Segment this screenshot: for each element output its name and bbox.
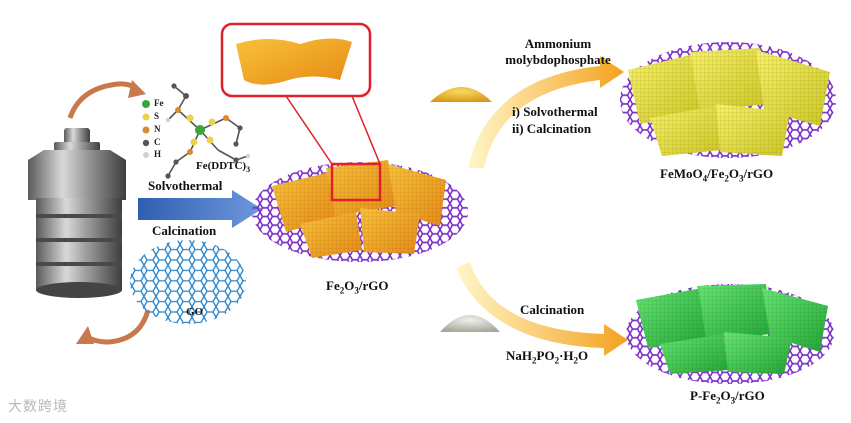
p-fe2o3-rgo-composite [626,284,834,384]
fe2o3-rgo-label: Fe2O3/rGO [326,278,388,296]
upper-step-ii-label: ii) Calcination [512,121,591,137]
lower-calcination-label: Calcination [520,302,584,318]
p-fe2o3-product-label: P-Fe2O3/rGO [690,388,765,406]
watermark: 大数跨境 [8,396,68,416]
cycle-arrow-top-head [128,80,146,98]
calcination-label: Calcination [152,223,216,239]
upper-step-i-label: i) Solvothermal [512,104,598,120]
precursor-label: Fe(DDTC)3 [196,160,250,174]
femoo4-product-label: FeMoO4/Fe2O3/rGO [660,166,773,184]
femoo4-fe2o3-rgo-composite [620,42,836,158]
go-label: GO [186,306,203,318]
atom-legend [142,100,150,158]
cycle-arrow-bottom-head [76,326,94,344]
ammonium-molybdophosphate-powder [430,87,492,102]
ammonium-molybdophosphate-label: Ammonium molybdophosphate [478,36,638,68]
zoom-line-left [286,96,332,164]
legend-s: S [154,111,159,121]
cycle-arrow-top [70,84,138,118]
solvothermal-label: Solvothermal [148,178,222,194]
legend-c: C [154,137,161,147]
zoomed-sheet [236,38,352,84]
zoom-line-right [352,96,380,164]
cycle-arrow-bottom [84,310,148,342]
autoclave-icon [28,128,126,298]
legend-n: N [154,124,161,134]
nah2po2-label: NaH2PO2·H2O [506,348,588,366]
nah2po2-powder [440,315,500,332]
legend-fe: Fe [154,98,164,108]
legend-h: H [154,149,161,159]
fe2o3-rgo-composite [252,160,468,262]
